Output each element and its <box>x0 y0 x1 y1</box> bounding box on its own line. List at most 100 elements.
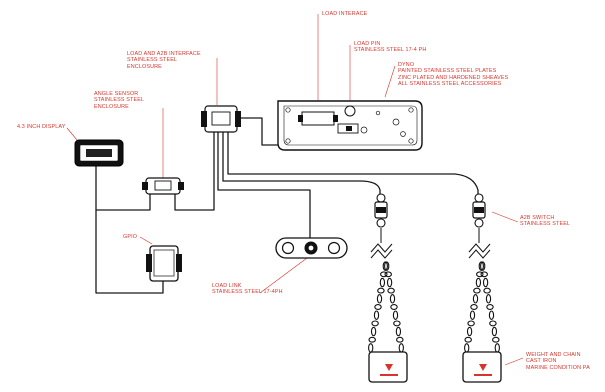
chain-link <box>469 310 476 320</box>
chain-link <box>392 310 399 320</box>
chain-link <box>464 336 472 343</box>
chain-link <box>377 287 385 294</box>
left-chain <box>368 261 404 353</box>
chain-link <box>476 271 484 278</box>
leader-load-link <box>259 257 308 294</box>
leader-a2b-switch <box>491 211 519 223</box>
label-dyno: DYNO PAINTED STAINLESS STEEL PLATES ZINC… <box>398 62 508 88</box>
label-angle-sensor: ANGLE SENSOR STAINLESS STEEL ENCLOSURE <box>94 91 144 110</box>
dyno-line-1: DYNO <box>398 62 415 68</box>
chain-link <box>491 326 498 337</box>
load-link-line-1: LOAD LINK <box>212 283 242 289</box>
chain-link <box>483 287 491 294</box>
angle-sensor-line-1: ANGLE SENSOR <box>94 91 139 97</box>
chain-link <box>380 271 388 278</box>
cable-interface-to-left-switch <box>222 131 381 195</box>
load-pin-line-2: STAINLESS STEEL 17-4 PH <box>354 47 427 54</box>
chain-link <box>472 294 479 304</box>
load-interface-line-1: LOAD INTERACE <box>322 11 368 17</box>
chain-link <box>480 271 488 278</box>
left-a2b-switch <box>370 193 393 259</box>
gpio-unit <box>146 245 182 282</box>
a2b-interface-line-3: ENCLOSURE <box>127 63 162 70</box>
chain-link <box>379 277 386 288</box>
chain-link <box>492 336 500 343</box>
display-unit <box>74 139 124 167</box>
chain-link <box>386 277 393 288</box>
cable-bus-to-interface <box>174 131 215 211</box>
a2b-interface-line-2: STAINLESS STEEL <box>127 57 178 64</box>
chain-link <box>395 326 402 337</box>
cable-display-to-sensor-bus <box>95 187 151 211</box>
chain-link <box>482 277 489 288</box>
chain-link <box>396 336 404 343</box>
a2b-switch-line-1: A2B SWITCH <box>520 215 555 221</box>
chain-link <box>467 320 475 327</box>
chain-link <box>494 343 500 353</box>
a2b-interface-unit <box>201 105 241 133</box>
chain-link <box>371 320 379 327</box>
cable-interface-to-right-switch <box>227 131 479 195</box>
dyno-line-4: ALL STAINLESS STEEL ACCESSORIES <box>398 81 502 88</box>
chain-link <box>368 336 376 343</box>
dyno-line-2: PAINTED STAINLESS STEEL PLATES <box>398 68 497 75</box>
weight-chain-line-3: MARINE CONDITION PA <box>526 364 590 371</box>
label-load-pin: LOAD PIN STAINLESS STEEL 17-4 PH <box>354 41 426 54</box>
chain-link <box>384 271 392 278</box>
chain-link <box>475 277 482 288</box>
leader-dyno <box>384 65 396 98</box>
angle-sensor-line-2: STAINLESS STEEL <box>94 97 145 104</box>
label-gpio: GPIO <box>123 234 137 240</box>
load-pin-line-1: LOAD PIN <box>354 41 381 47</box>
dyno-unit <box>277 100 423 151</box>
chain-link <box>368 343 374 353</box>
leader-gpio <box>139 236 153 245</box>
display-line-1: 4.3 INCH DISPLAY <box>17 124 66 130</box>
chain-link <box>374 304 382 310</box>
chain-link <box>393 320 401 327</box>
chain-link <box>486 304 494 310</box>
chain-link <box>488 310 495 320</box>
chain-link <box>489 320 497 327</box>
label-load-interface: LOAD INTERACE <box>322 11 367 17</box>
chain-link <box>384 261 390 271</box>
chain-link <box>470 304 478 310</box>
chain-link <box>480 261 486 271</box>
label-load-link: LOAD LINK STAINLESS STEEL 17-4PH <box>212 283 283 296</box>
chain-link <box>464 343 470 353</box>
load-link-plate <box>275 237 348 259</box>
a2b-interface-line-1: LOAD AND A2B INTERFACE <box>127 51 201 57</box>
load-link-line-2: STAINLESS STEEL 17-4PH <box>212 289 283 296</box>
chain-link <box>398 343 404 353</box>
left-weight <box>368 351 408 383</box>
cable-display-to-gpio <box>95 165 164 294</box>
chain-link <box>485 294 492 304</box>
chain-link <box>466 326 473 337</box>
label-weight-chain: WEIGHT AND CHAIN CAST IRON MARINE CONDIT… <box>526 352 590 371</box>
weight-chain-line-2: CAST IRON <box>526 358 557 365</box>
chain-link <box>389 294 396 304</box>
cable-interface-to-load-link <box>217 131 311 239</box>
right-chain <box>464 261 500 353</box>
angle-sensor-unit <box>142 177 184 195</box>
gpio-line-1: GPIO <box>123 234 138 240</box>
angle-sensor-line-3: ENCLOSURE <box>94 103 129 110</box>
label-a2b-interface: LOAD AND A2B INTERFACE STAINLESS STEEL E… <box>127 51 201 70</box>
right-weight <box>462 351 502 383</box>
chain-link <box>373 310 380 320</box>
cables <box>95 117 479 294</box>
chain-link <box>390 304 398 310</box>
chain-link <box>473 287 481 294</box>
chain-link <box>387 287 395 294</box>
leader-lines <box>66 14 524 366</box>
a2b-switch-line-2: STAINLESS STEEL <box>520 221 571 228</box>
cable-interface-to-dyno <box>231 117 279 146</box>
label-display: 4.3 INCH DISPLAY <box>17 124 65 130</box>
dyno-line-3: ZINC PLATED AND HARDENED SHEAVES <box>398 74 509 81</box>
chain-link <box>376 294 383 304</box>
leader-weight <box>504 357 524 366</box>
right-a2b-switch <box>468 193 491 259</box>
label-a2b-switch: A2B SWITCH STAINLESS STEEL <box>520 215 570 228</box>
